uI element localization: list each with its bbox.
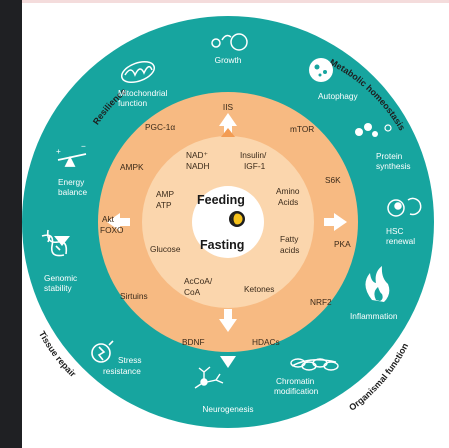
label-s6k: S6K: [325, 175, 341, 185]
label-growth: Growth: [215, 55, 242, 65]
label-iis: IIS: [223, 102, 234, 112]
label-sirtuins: Sirtuins: [120, 291, 148, 301]
chromatin-icon: [290, 358, 339, 371]
center-circle: [192, 186, 264, 258]
label-protein-1: Protein: [376, 151, 403, 161]
label-fatty-2: acids: [280, 245, 299, 255]
left-edge-strip: [0, 0, 22, 448]
label-acoa-2: CoA: [184, 287, 201, 297]
arrow-bottom-outer: [220, 356, 236, 368]
label-chromatin-2: modification: [274, 386, 319, 396]
label-energy-2: balance: [58, 187, 87, 197]
label-hdacs: HDACs: [252, 337, 280, 347]
label-fatty-1: Fatty: [280, 234, 299, 244]
label-inflammation: Inflammation: [350, 311, 398, 321]
label-stress-2: resistance: [103, 366, 141, 376]
growth-icon: [211, 33, 248, 51]
arrow-left-outer: [54, 236, 70, 246]
label-amino-1: Amino: [276, 186, 300, 196]
label-akt: Akt: [102, 214, 115, 224]
hsc-renewal-icon: [387, 197, 422, 217]
label-autophagy: Autophagy: [318, 91, 359, 101]
arrow-up: [219, 113, 237, 137]
label-ampk: AMPK: [120, 162, 144, 172]
label-mito-1: Mitochondrial: [118, 88, 168, 98]
label-neurogenesis: Neurogenesis: [202, 404, 253, 414]
label-mtor: mTOR: [290, 124, 314, 134]
neuron-icon: [194, 366, 224, 389]
label-hsc-1: HSC: [386, 226, 404, 236]
arrow-left: [107, 213, 130, 231]
label-hsc-2: renewal: [386, 236, 415, 246]
mitochondria-icon: [120, 60, 156, 84]
label-nad-1: NAD⁺: [186, 150, 208, 160]
svg-text:+: +: [56, 146, 61, 156]
top-edge-line: [22, 0, 449, 3]
label-pka: PKA: [334, 239, 351, 249]
arrow-right: [324, 213, 347, 231]
label-bdnf: BDNF: [182, 337, 205, 347]
label-ketones: Ketones: [244, 284, 274, 294]
label-stress-1: Stress: [118, 355, 142, 365]
autophagy-icon: [309, 58, 333, 82]
label-mito-2: function: [118, 98, 147, 108]
label-insulin-2: IGF-1: [244, 161, 266, 171]
stress-resistance-icon: [91, 340, 114, 363]
balance-icon: + −: [56, 141, 87, 167]
dna-icon: [41, 229, 68, 257]
label-genomic-1: Genomic: [44, 273, 77, 283]
center-feeding: Feeding: [197, 193, 245, 207]
label-genomic-2: stability: [44, 283, 73, 293]
label-nad-2: NADH: [186, 161, 210, 171]
flame-icon: [365, 266, 390, 302]
label-glucose: Glucose: [150, 244, 181, 254]
label-protein-2: synthesis: [376, 161, 411, 171]
sun-moon-icon: [229, 211, 245, 227]
protein-synthesis-icon: [355, 123, 392, 137]
label-nrf2: NRF2: [310, 297, 332, 307]
label-amino-2: Acids: [278, 197, 298, 207]
arrow-down: [219, 309, 237, 332]
label-acoa-1: AcCoA/: [184, 276, 213, 286]
label-pgc: PGC-1α: [145, 122, 175, 132]
label-chromatin-1: Chromatin: [276, 376, 315, 386]
center-fasting: Fasting: [200, 238, 244, 252]
label-insulin-1: Insulin/: [240, 150, 267, 160]
label-amp: AMP: [156, 189, 174, 199]
svg-text:−: −: [81, 141, 86, 151]
label-energy-1: Energy: [58, 177, 85, 187]
label-atp: ATP: [156, 200, 172, 210]
label-foxo: FOXO: [100, 225, 124, 235]
